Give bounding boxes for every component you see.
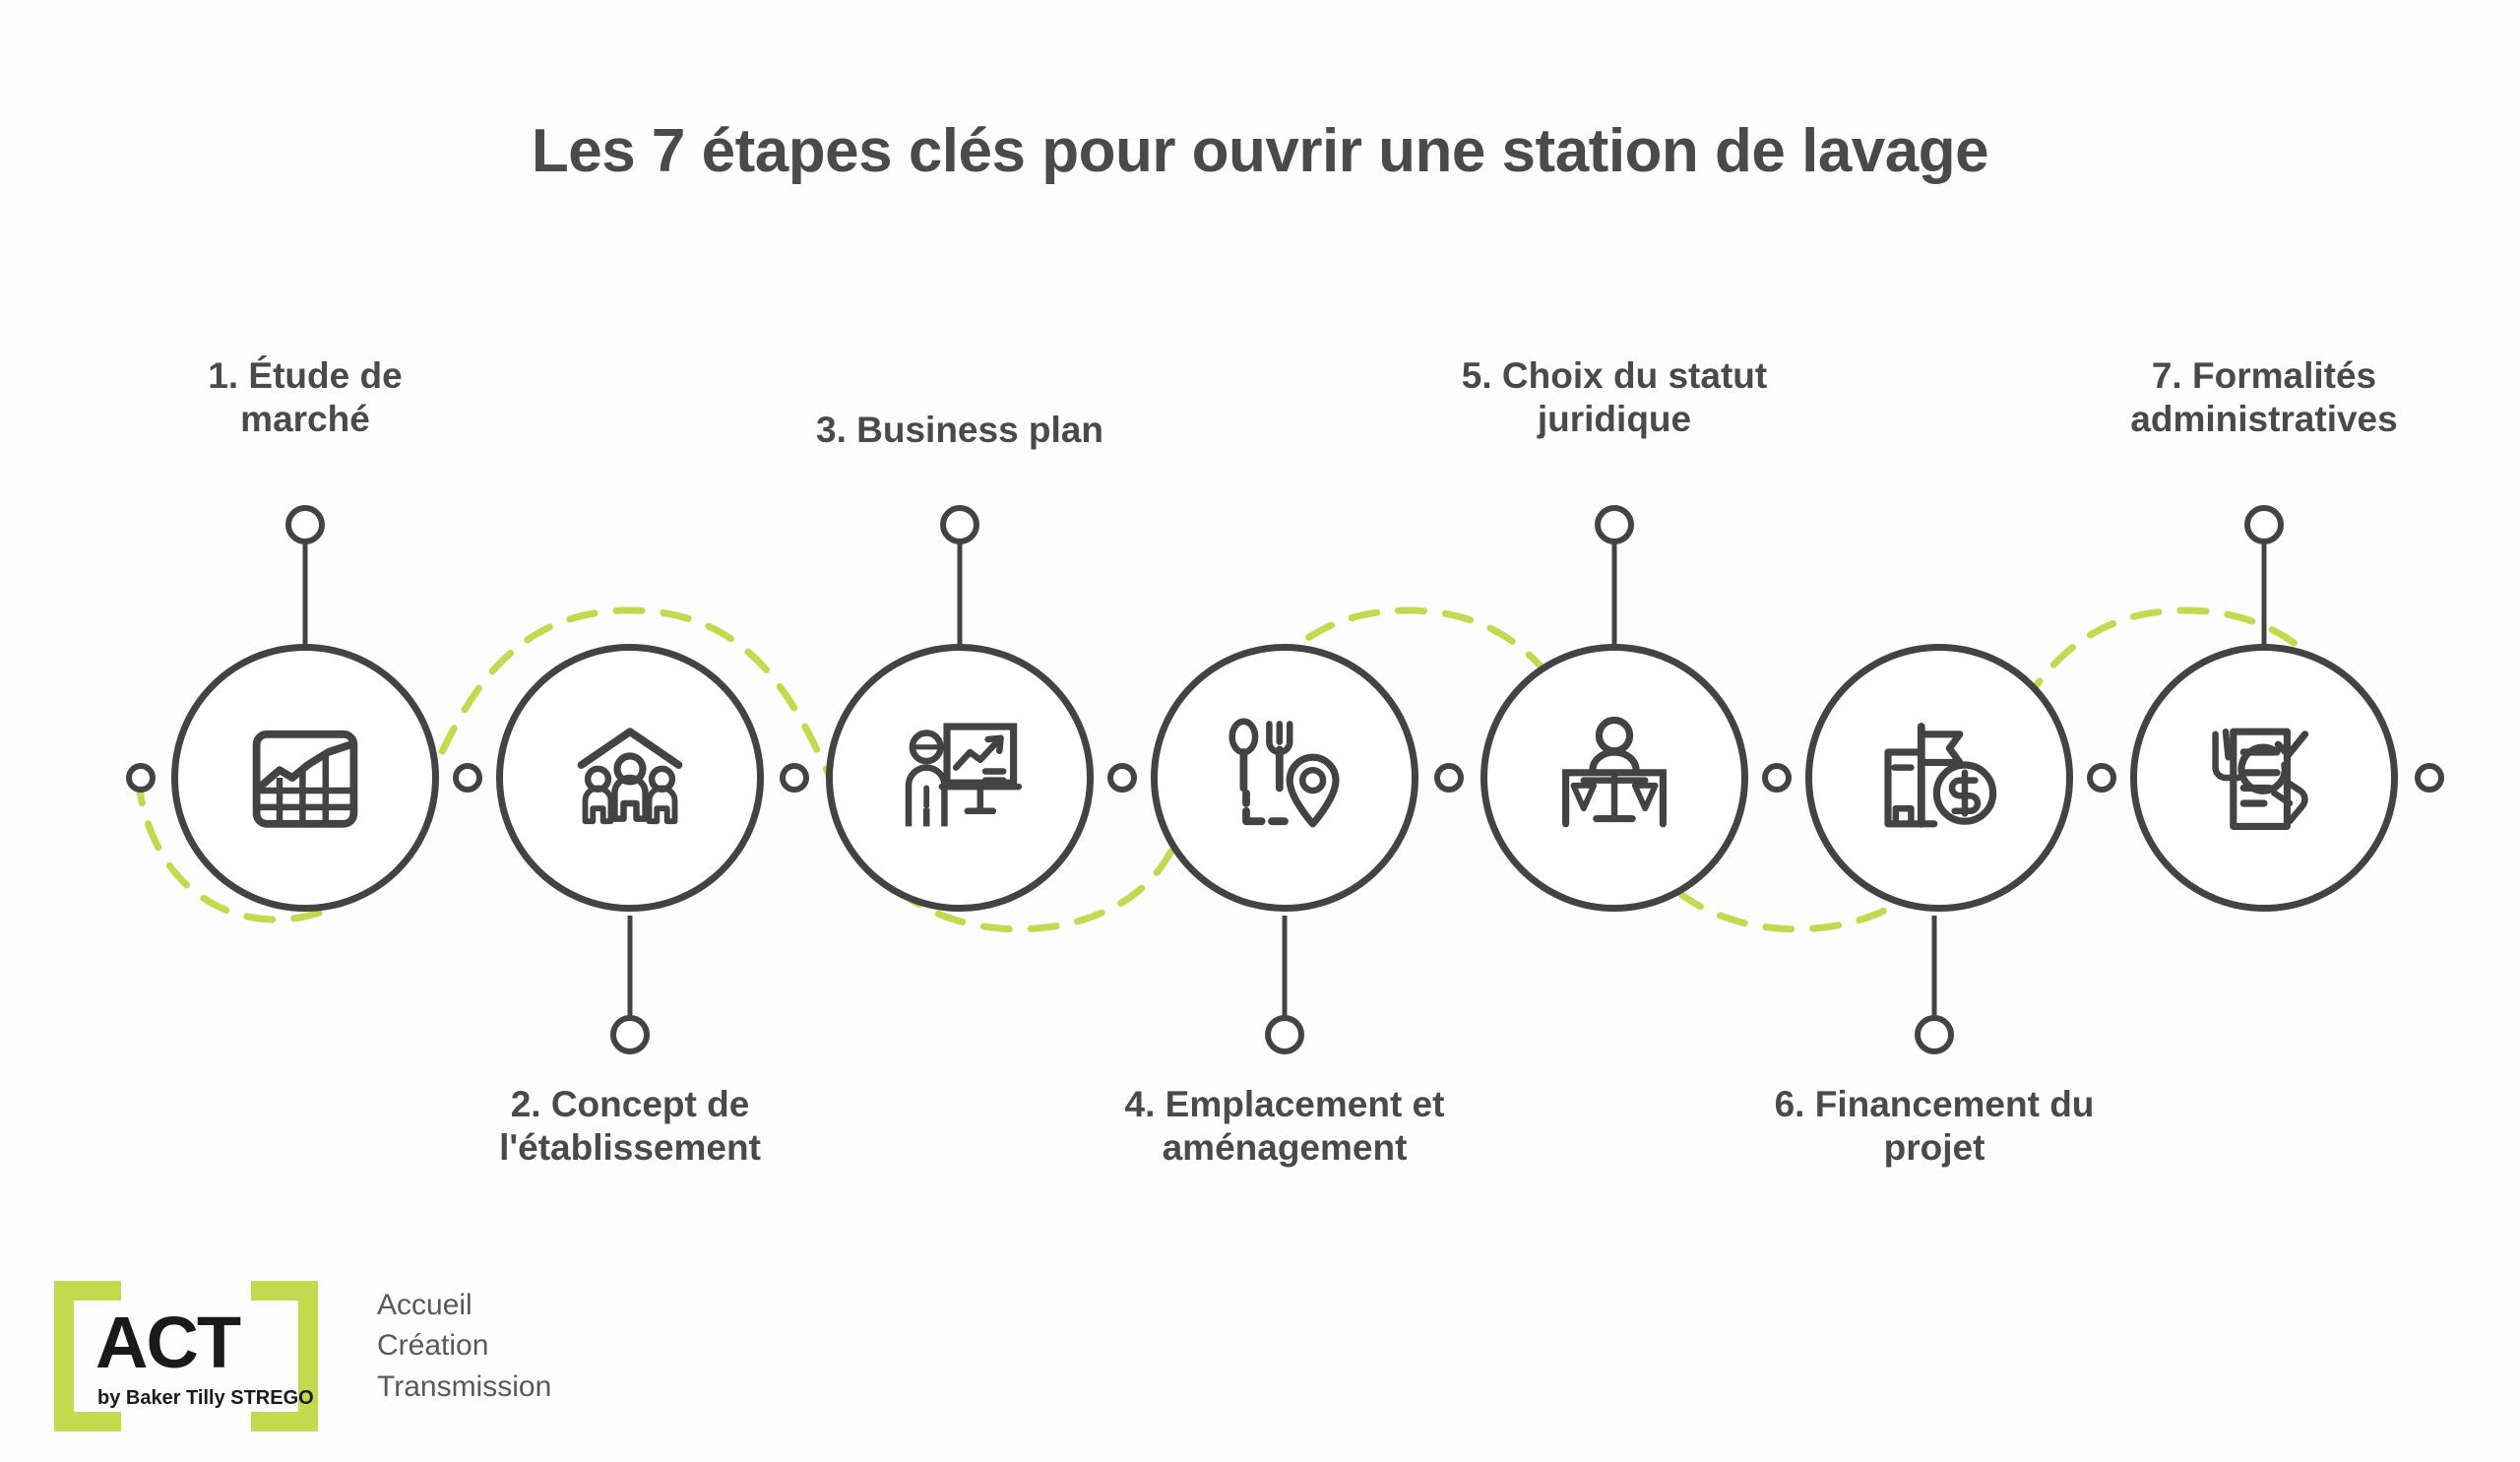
connector-dot-6-7 xyxy=(2087,763,2116,793)
step-label-4-line2: aménagement xyxy=(1162,1126,1408,1168)
step-label-5: 5. Choix du statut juridique xyxy=(1408,354,1821,440)
step-label-6-line1: 6. Financement du xyxy=(1774,1084,2095,1124)
step-node-7[interactable] xyxy=(2130,644,2398,912)
step-label-2-line1: 2. Concept de xyxy=(510,1084,750,1124)
logo-service-transmission: Transmission xyxy=(377,1369,552,1403)
step-node-1[interactable] xyxy=(171,644,439,912)
step-label-1: 1. Étude de marché xyxy=(98,354,512,440)
step-label-3-line1: 3. Business plan xyxy=(816,410,1103,450)
stem-endpoint-4 xyxy=(1265,1015,1304,1054)
step-label-3: 3. Business plan xyxy=(753,409,1166,452)
step-label-2: 2. Concept de l'établissement xyxy=(423,1083,837,1169)
step-label-7-line1: 7. Formalités xyxy=(2151,355,2377,396)
connector-dot-end xyxy=(2415,763,2444,793)
presentation-growth-icon xyxy=(905,723,1023,827)
connector-dot-3-4 xyxy=(1107,763,1137,793)
step-label-1-line2: marché xyxy=(240,398,370,439)
logo-block[interactable]: ACT by Baker Tilly STREGO Accueil Créati… xyxy=(44,1275,596,1437)
stem-endpoint-5 xyxy=(1595,505,1634,544)
stem-endpoint-1 xyxy=(285,505,325,544)
step-label-2-line2: l'établissement xyxy=(499,1126,761,1168)
step-node-5[interactable] xyxy=(1480,644,1748,912)
step-label-4-line1: 4. Emplacement et xyxy=(1124,1084,1445,1124)
market-chart-icon xyxy=(252,730,358,828)
document-check-hands-icon xyxy=(2212,728,2309,830)
logo-services: Accueil Création Transmission xyxy=(377,1285,551,1407)
step-node-4[interactable] xyxy=(1151,644,1418,912)
connector-dot-1-2 xyxy=(453,763,482,793)
logo-brand: ACT xyxy=(95,1302,241,1383)
connector-dot-start xyxy=(126,763,156,793)
connector-dot-5-6 xyxy=(1762,763,1792,793)
step-label-7-line2: administratives xyxy=(2130,398,2398,439)
stem-endpoint-6 xyxy=(1915,1015,1954,1054)
stem-endpoint-3 xyxy=(940,505,979,544)
step-node-2[interactable] xyxy=(496,644,764,912)
step-label-5-line1: 5. Choix du statut xyxy=(1461,355,1768,396)
step-node-3[interactable] xyxy=(826,644,1094,912)
buildings-money-icon xyxy=(1884,723,1997,828)
logo-service-accueil: Accueil xyxy=(377,1289,472,1321)
step-label-6: 6. Financement du projet xyxy=(1728,1083,2141,1169)
connector-dot-4-5 xyxy=(1434,763,1464,793)
step-node-6[interactable] xyxy=(1805,644,2073,912)
stem-endpoint-7 xyxy=(2244,505,2284,544)
connector-dot-2-3 xyxy=(780,763,809,793)
bracket-frame-icon xyxy=(54,1281,318,1431)
stem-endpoint-2 xyxy=(610,1015,650,1054)
logo-tagline: by Baker Tilly STREGO xyxy=(97,1387,314,1409)
step-label-6-line2: projet xyxy=(1883,1126,1985,1168)
page-title: Les 7 étapes clés pour ouvrir une statio… xyxy=(531,117,1989,185)
logo-service-creation: Création xyxy=(377,1329,489,1363)
justice-scales-person-icon xyxy=(1562,716,1667,828)
people-under-roof-icon xyxy=(577,728,683,825)
step-label-4: 4. Emplacement et aménagement xyxy=(1078,1083,1491,1169)
act-logo-mark: ACT by Baker Tilly STREGO xyxy=(44,1275,330,1437)
step-label-5-line2: juridique xyxy=(1537,398,1692,439)
cutlery-location-pin-icon xyxy=(1228,718,1340,828)
step-label-7: 7. Formalités administratives xyxy=(2057,354,2471,440)
step-label-1-line1: 1. Étude de xyxy=(208,355,403,396)
